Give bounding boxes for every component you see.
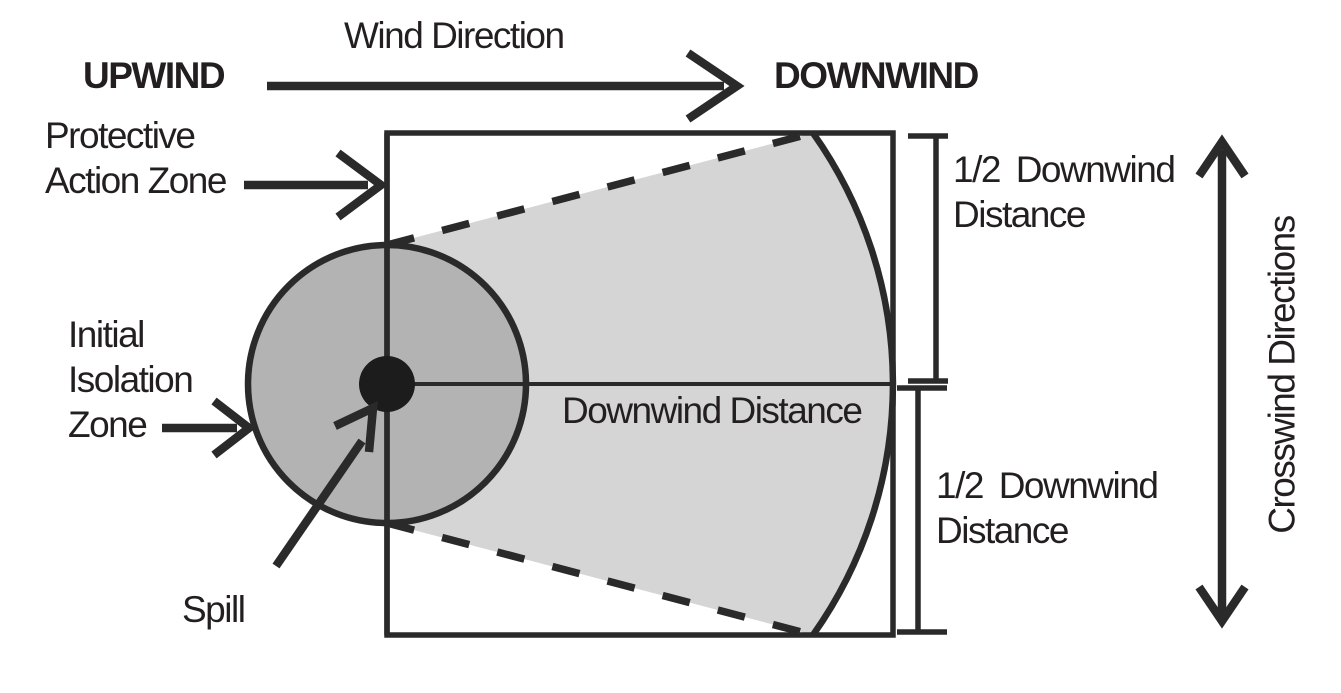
half-downwind-label-bottom-line1: 1/2 Downwind	[936, 465, 1159, 506]
protective-action-zone-arrow	[244, 149, 389, 221]
downwind-distance-label: Downwind Distance	[562, 390, 863, 431]
plume-dashed-edge-bottom	[386, 519, 814, 639]
half-downwind-label-top: 1/2 Downwind Distance	[953, 147, 1176, 237]
half-downwind-label-top-line2: Distance	[953, 194, 1086, 235]
upwind-label: UPWIND	[83, 55, 226, 96]
half-downwind-label-bottom: 1/2 Downwind Distance	[936, 463, 1159, 553]
spill-arrow	[272, 400, 378, 569]
plume-arc	[810, 131, 897, 637]
initial-isolation-zone-label-line1: Initial	[68, 314, 145, 355]
half-downwind-label-bottom-line2: Distance	[936, 510, 1069, 551]
half-downwind-bracket-bottom	[897, 385, 947, 635]
half-downwind-bracket-top	[908, 133, 948, 384]
downwind-label: DOWNWIND	[774, 55, 979, 96]
protective-action-zone-label: Protective Action Zone	[45, 113, 227, 203]
protective-action-zone-label-line2: Action Zone	[45, 160, 227, 201]
protective-action-zone-label-line1: Protective	[45, 115, 196, 156]
initial-isolation-zone-label: Initial Isolation Zone	[68, 312, 194, 447]
initial-isolation-zone-arrow	[162, 397, 256, 459]
wind-direction-label: Wind Direction	[344, 15, 565, 56]
wind-direction-arrow	[267, 49, 745, 123]
spill-dot	[359, 356, 415, 412]
half-downwind-label-top-line1: 1/2 Downwind	[953, 149, 1176, 190]
initial-isolation-zone-label-line3: Zone	[68, 404, 148, 445]
spill-label: Spill	[182, 589, 246, 630]
plume-dashed-edge-top	[386, 129, 814, 249]
initial-isolation-zone-label-line2: Isolation	[68, 359, 194, 400]
crosswind-directions-label: Crosswind Directions	[1261, 216, 1303, 534]
crosswind-directions-arrow	[1195, 134, 1249, 629]
